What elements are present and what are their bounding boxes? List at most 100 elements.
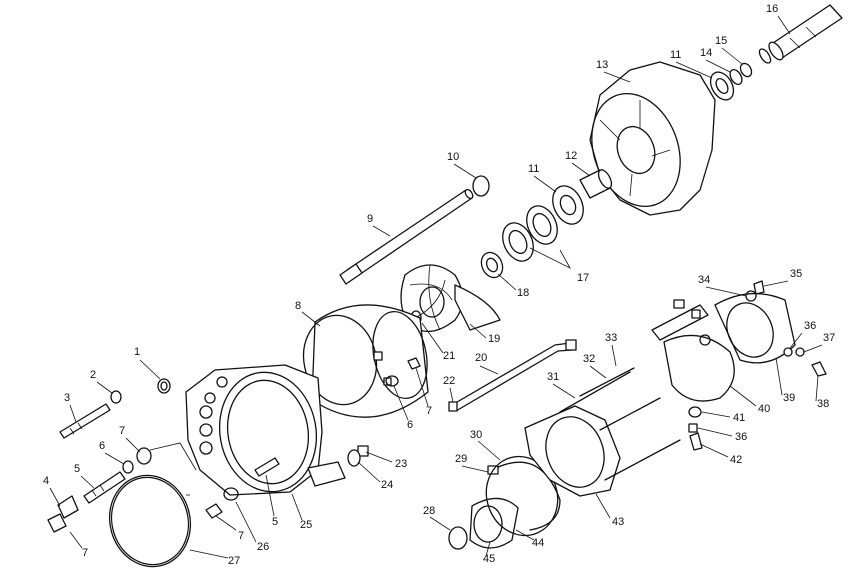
bolt-38-part [811,361,827,377]
callout-c14: 14 [700,47,712,59]
impeller-spacer-part [480,251,504,279]
hose-fitting-part [448,401,458,412]
callout-c11a: 11 [528,163,539,175]
callout-c6a: 6 [99,440,105,452]
lever-bolts-part [673,299,701,319]
callout-c40: 40 [758,403,770,415]
intake-housing-part [185,364,346,496]
callout-c45: 45 [483,553,495,565]
water-hose-part [451,339,577,412]
callout-c31: 31 [547,371,559,383]
callout-c5a: 5 [74,463,80,475]
callout-c33: 33 [605,332,617,344]
washer-bottom-part [223,487,239,501]
spacer-part [579,169,613,199]
callout-c27: 27 [228,555,240,567]
callout-c44: 44 [532,537,544,549]
bushing-36b-part [688,423,698,433]
washer-lower-left-part [122,460,134,474]
washer-liner-part [385,375,399,387]
leader-lines [49,15,823,559]
callout-c9: 9 [367,213,373,225]
drive-shaft-part [758,4,843,64]
callout-c12: 12 [565,150,577,162]
tab-washer-part [57,495,79,519]
callout-c41: 41 [733,412,745,424]
o-ring-upper-part [472,175,490,197]
bearing-lower-part [552,185,584,225]
nut-lower-left-part [47,513,67,533]
callout-c4: 4 [43,475,49,487]
callout-c36a: 36 [804,320,816,332]
seal-outlet-part [448,526,468,550]
callout-c13: 13 [596,59,608,71]
wear-ring-liner-part [302,304,429,418]
callout-c43: 43 [612,516,624,528]
callout-c28: 28 [423,505,435,517]
callout-c20: 20 [475,352,487,364]
large-o-ring-part [108,474,192,568]
callout-c18: 18 [517,287,529,299]
callout-c26: 26 [257,541,269,553]
callout-c30: 30 [470,429,482,441]
washer-37-part [795,347,805,357]
stud-housing-part [254,457,280,477]
seal-part [729,68,743,86]
bushing-36-part [783,347,793,357]
bearing-upper-part [709,71,735,101]
washer-left-part [110,390,122,404]
callout-c6b: 6 [407,419,413,431]
washer-41-part [688,406,702,418]
callout-c3: 3 [64,392,70,404]
steering-nozzle-part [651,304,735,402]
callout-c22: 22 [443,375,455,387]
bolt-42-part [689,432,703,451]
pump-housing-part [589,61,716,216]
callout-c19: 19 [488,333,500,345]
callout-c37: 37 [823,332,835,344]
impeller-part [400,264,501,332]
nut-left-part [136,447,152,465]
stud-left-part [83,471,126,504]
callout-c5b: 5 [272,516,278,528]
plug-part [347,449,361,467]
callout-c8: 8 [295,300,301,312]
callout-c29: 29 [455,453,467,465]
callout-c35: 35 [790,268,802,280]
impeller-shaft-part [339,188,474,285]
nut-bottom-part [205,503,223,519]
callout-c7b: 7 [82,547,88,559]
callout-c1: 1 [134,346,140,358]
callout-c17: 17 [577,272,589,284]
callout-c21: 21 [443,350,455,362]
reverse-gate-part [714,290,796,364]
nozzle-part [469,497,519,549]
bushing-part [357,445,369,457]
retaining-ring-part [739,62,753,78]
long-studs-part [559,367,681,481]
callout-c39: 39 [783,392,795,404]
callout-c10: 10 [447,151,459,163]
seal-ring-part [485,455,559,537]
callout-c32: 32 [583,353,595,365]
callout-c42: 42 [730,454,742,466]
seal-pair-part [502,205,558,262]
nut-liner-part [407,357,421,370]
bolt-left-part [59,403,111,439]
callout-c7a: 7 [119,425,125,437]
callout-labels: 1234556677778910111112131415161718192021… [43,3,835,567]
callout-c25: 25 [300,519,312,531]
callout-c7d: 7 [426,405,432,417]
callout-c16: 16 [766,3,778,15]
o-ring-small-part [157,378,171,394]
callout-c24: 24 [381,479,393,491]
callout-c2: 2 [90,369,96,381]
callout-c23: 23 [395,458,407,470]
venturi-part [524,405,621,497]
callout-c15: 15 [715,35,727,47]
callout-c11b: 11 [670,49,681,61]
callout-c36b: 36 [735,431,747,443]
callout-c34: 34 [698,274,710,286]
callout-c7c: 7 [238,530,244,542]
